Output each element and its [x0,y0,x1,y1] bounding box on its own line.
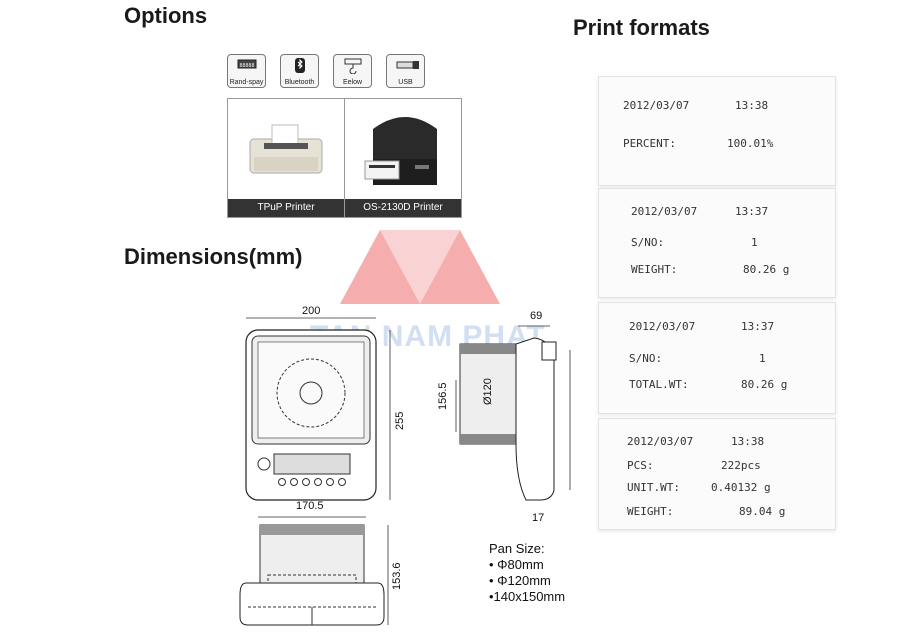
dim-side-height: 156.5 [437,382,449,410]
receipt-label: PERCENT: [623,137,676,150]
usb-icon [396,61,419,69]
receipt-time: 13:37 [741,320,775,333]
receipt-label: WEIGHT: [631,263,678,276]
receipt-value: 80.26 g [743,263,790,276]
options-title: Options [124,3,208,28]
printer-caption: TPuP Printer [228,199,344,217]
front-view-drawing [245,317,391,501]
option-display: 88888 Rand-spay [227,54,266,88]
receipt-weight: 2012/03/07 13:37 S/NO: 1 WEIGHT: 80.26 g [598,188,836,298]
bottom-view-drawing [239,516,389,626]
pan-size-item: • Φ80mm [489,557,544,572]
dim-side-bottom: 17 [532,512,545,524]
dim-height-front: 255 [394,411,406,430]
receipt-value: 80.26 g [741,378,788,391]
side-view-drawing [455,325,571,501]
dimensions-title: Dimensions(mm) [124,244,303,269]
receipt-time: 13:38 [735,99,769,112]
os2130d-printer-panel: OS-2130D Printer [344,98,462,218]
receipt-label: WEIGHT: [627,505,674,518]
print-formats-title: Print formats [573,15,710,40]
option-hook: Eelow [333,54,372,88]
receipt-time: 13:37 [735,205,769,218]
display-icon: 88888 [237,59,257,69]
receipt-label: PCS: [627,459,654,472]
svg-text:88888: 88888 [239,63,254,69]
hook-icon [344,58,362,74]
printer-caption: OS-2130D Printer [345,199,461,217]
dim-width-top: 200 [302,305,321,317]
receipt-value: 0.40132 g [711,481,771,494]
receipt-date: 2012/03/07 [631,205,698,218]
tpup-printer-image [249,124,323,174]
option-label: USB [398,79,413,86]
option-bluetooth: Bluetooth [280,54,319,88]
tpup-printer-panel: TPuP Printer [227,98,345,218]
pan-size-block: Pan Size: • Φ80mm • Φ120mm •140x150mm [489,541,565,605]
receipt-value: 100.01% [727,137,774,150]
receipt-value: 1 [751,236,758,249]
dim-pan-diameter: Ø120 [482,378,494,405]
os2130d-printer-image [364,117,437,185]
receipt-total: 2012/03/07 13:37 S/NO: 1 TOTAL.WT: 80.26… [598,302,836,414]
receipt-date: 2012/03/07 [627,435,694,448]
receipt-label: UNIT.WT: [627,481,680,494]
receipt-value: 222pcs [721,459,761,472]
receipt-value: 1 [759,352,766,365]
receipt-value: 89.04 g [739,505,786,518]
option-label: Bluetooth [284,79,315,86]
receipt-label: TOTAL.WT: [629,378,689,391]
receipt-time: 13:38 [731,435,765,448]
pan-size-item: • Φ120mm [489,573,551,588]
dim-front-width: 170.5 [296,500,324,512]
pan-size-item: •140x150mm [489,589,566,604]
receipt-label: S/NO: [629,352,663,365]
option-label: Eelow [342,79,363,86]
bluetooth-icon [295,58,305,73]
dim-front-height: 153.6 [391,562,403,590]
pan-size-title: Pan Size: [489,541,545,556]
option-label: Rand-spay [229,79,264,86]
receipt-date: 2012/03/07 [623,99,690,112]
receipt-label: S/NO: [631,236,665,249]
receipt-percent: 2012/03/07 13:38 PERCENT: 100.01% [598,76,836,186]
receipt-date: 2012/03/07 [629,320,696,333]
dim-depth-side: 69 [530,310,543,322]
option-usb: USB [386,54,425,88]
watermark-triangles [340,230,500,304]
receipt-pcs: 2012/03/07 13:38 PCS: 222pcs UNIT.WT: 0.… [598,418,836,530]
